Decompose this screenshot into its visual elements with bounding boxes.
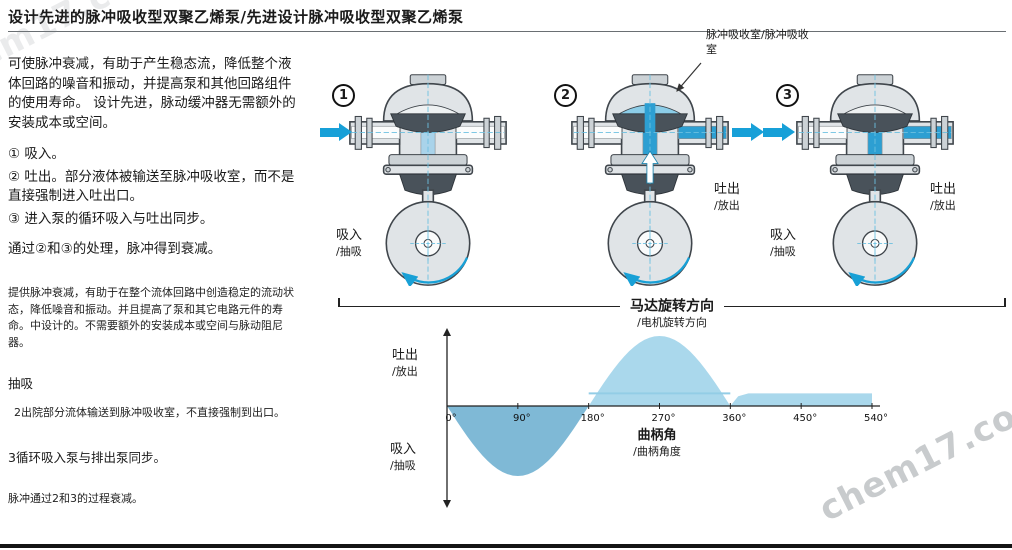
y-axis-suction-label: 吸入 /抽吸: [390, 442, 417, 472]
pump-cross-section-3: [795, 73, 955, 286]
discharge-flow-arrow-pump3: [763, 123, 795, 141]
intro-paragraph: 可使脉冲衰减，有助于产生稳态流，降低整个液体回路的噪音和振动，并提高泵和其他回路…: [8, 56, 296, 131]
x-tick-label: 0°: [445, 413, 456, 424]
y-axis-discharge-label: 吐出 /放出: [392, 348, 419, 378]
pump-cross-section-1: [348, 73, 508, 286]
y-axis-arrow-up: [443, 328, 451, 336]
motor-rotation-label: 马达旋转方向: [620, 295, 724, 316]
description-panel: 可使脉冲衰减，有助于产生稳态流，降低整个液体回路的噪音和振动，并提高泵和其他回路…: [8, 55, 302, 507]
x-axis-label: 曲柄角 /曲柄角度: [633, 428, 681, 458]
series-suction-stroke: [447, 406, 589, 476]
x-tick-label: 450°: [793, 413, 817, 424]
suction-heading: 抽吸: [8, 376, 34, 392]
note-paragraph: 提供脉冲衰减，有助于在整个流体回路中创造稳定的流动状态，降低噪音和振动。并且提高…: [8, 286, 294, 349]
pump-3-number: 3: [776, 84, 799, 107]
step-3: ③ 进入泵的循环吸入与吐出同步。: [8, 210, 214, 227]
y-axis-arrow-down: [443, 500, 451, 508]
series-damped-discharge: [730, 393, 872, 406]
note-2: 2出院部分流体输送到脉冲吸收室，不直接强制到出口。: [14, 405, 285, 419]
x-tick-label: 180°: [581, 413, 605, 424]
discharge-flow-arrow-pump2: [732, 123, 764, 141]
pump-2-number: 2: [554, 84, 577, 107]
note-3: 脉冲通过2和3的过程衰减。: [8, 491, 143, 505]
crank-angle-chart: 0°90°180°270°360°450°540° 吐出 /放出 吸入 /抽吸 …: [352, 326, 1012, 526]
motor-rotation-bracket: 马达旋转方向 /电机旋转方向: [338, 295, 1006, 329]
pump-cross-section-2: [570, 73, 730, 286]
pump-3-discharge-label: 吐出 /放出: [930, 182, 957, 212]
summary-line: 通过②和③的处理，脉冲得到衰减。: [8, 240, 222, 257]
pump-sequence-diagram: 脉冲吸收室/脉冲吸收室 1 2 3 吸入 /抽吸 吐出 /放出: [318, 28, 1012, 300]
step-list: ① 吸入。 ② 吐出。部分液体被输送至脉冲吸收室，而不是直接强制进入吐出口。 ③…: [8, 145, 302, 229]
pump-1-suction-label: 吸入 /抽吸: [336, 228, 363, 258]
callout-arrow: [676, 62, 702, 92]
x-tick-label: 540°: [864, 413, 888, 424]
step-2: ② 吐出。部分液体被输送至脉冲吸收室，而不是直接强制进入吐出口。: [8, 168, 295, 205]
motor-rotation-sublabel: /电机旋转方向: [637, 316, 707, 329]
x-tick-label: 270°: [651, 413, 675, 424]
title-divider: [8, 31, 1006, 32]
step-1: ① 吸入。: [8, 146, 65, 163]
page-title: 设计先进的脉冲吸收型双聚乙烯泵/先进设计脉冲吸收型双聚乙烯泵: [8, 8, 464, 26]
wave-plot: 0° 90° 180° 270° 360° 450° 540°: [443, 328, 888, 508]
pump-1-number: 1: [332, 84, 355, 107]
sync-line: 3循环吸入泵与排出泵同步。: [8, 450, 166, 466]
pump-2-discharge-label: 吐出 /放出: [714, 182, 741, 212]
absorber-callout-label: 脉冲吸收室/脉冲吸收室: [706, 28, 809, 56]
pump-3-suction-label: 吸入 /抽吸: [770, 228, 797, 258]
bottom-rule: [0, 544, 1012, 548]
x-tick-label: 360°: [722, 413, 746, 424]
x-tick-label: 90°: [513, 413, 531, 424]
suction-flow-arrow-pump1: [320, 123, 352, 141]
series-discharge-stroke: [588, 336, 731, 406]
up-flow-arrow: [641, 150, 659, 184]
